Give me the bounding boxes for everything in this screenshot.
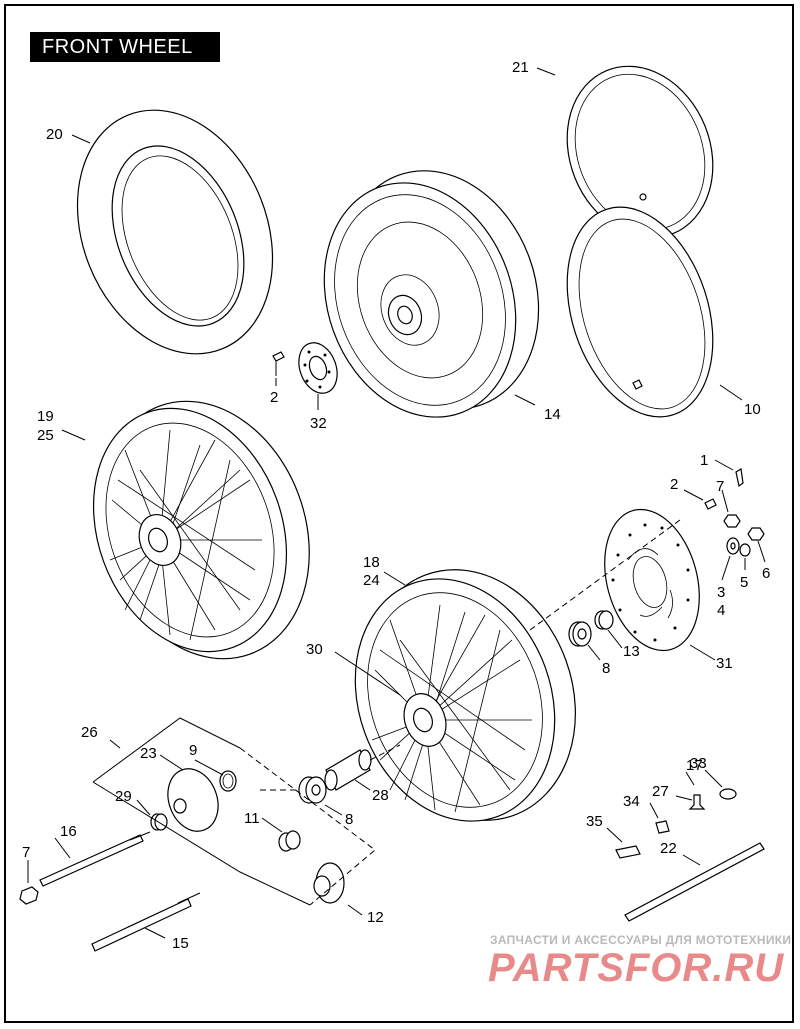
callout-8: 8 bbox=[345, 811, 353, 828]
callout-27: 27 bbox=[652, 783, 669, 800]
callout-4: 4 bbox=[717, 602, 725, 619]
part-laced-wheel-assembly[interactable] bbox=[322, 540, 609, 850]
part-disc-wheel[interactable] bbox=[293, 143, 571, 444]
callout-23: 23 bbox=[140, 745, 157, 762]
part-hub-cover[interactable] bbox=[160, 762, 227, 839]
part-rim-strip[interactable] bbox=[542, 44, 738, 260]
callout-1: 1 bbox=[700, 452, 708, 469]
part-inner-tube[interactable] bbox=[542, 188, 738, 435]
part-locknut[interactable] bbox=[723, 514, 741, 528]
part-tire[interactable] bbox=[42, 81, 307, 384]
part-nut-small[interactable] bbox=[739, 543, 751, 557]
callout-10: 10 bbox=[744, 401, 761, 418]
callout-numbers: 20 21 2 32 14 10 19 25 1 2 7 3 4 5 6 18 … bbox=[22, 59, 770, 952]
callout-2: 2 bbox=[670, 476, 678, 493]
callout-32: 32 bbox=[310, 415, 327, 432]
callout-6: 6 bbox=[762, 565, 770, 582]
part-seal[interactable] bbox=[150, 813, 168, 831]
part-bearing-right[interactable] bbox=[568, 621, 592, 647]
part-bearing-left[interactable] bbox=[298, 776, 327, 804]
callout-26: 26 bbox=[81, 724, 98, 741]
part-bolt-right[interactable] bbox=[704, 498, 717, 510]
callout-20: 20 bbox=[46, 126, 63, 143]
callout-22: 22 bbox=[660, 840, 677, 857]
callout-7: 7 bbox=[22, 844, 30, 861]
watermark-logo: PARTSFOR.RU bbox=[488, 946, 785, 990]
callout-16: 16 bbox=[60, 823, 77, 840]
leader-lines bbox=[27, 67, 766, 939]
callout-11: 11 bbox=[244, 810, 260, 827]
callout-15: 15 bbox=[172, 935, 189, 952]
part-spacer-cone[interactable] bbox=[313, 862, 345, 904]
callout-29: 29 bbox=[115, 788, 132, 805]
part-cotter-pin[interactable] bbox=[735, 468, 744, 488]
watermark-tagline: ЗАПЧАСТИ И АКСЕССУАРЫ ДЛЯ МОТОТЕХНИКИ bbox=[490, 933, 792, 947]
part-axle-spacer[interactable] bbox=[324, 749, 372, 791]
part-screw-upper[interactable] bbox=[272, 351, 285, 376]
diagram-title: FRONT WHEEL bbox=[30, 32, 220, 62]
part-washer[interactable] bbox=[726, 537, 740, 555]
part-valve-core[interactable] bbox=[655, 820, 670, 834]
part-spacer-left[interactable] bbox=[278, 830, 301, 852]
callout-35: 35 bbox=[586, 813, 603, 830]
diagram-frame bbox=[4, 4, 794, 1023]
callout-17: 17 bbox=[686, 757, 703, 774]
part-valve-stem[interactable] bbox=[688, 794, 706, 810]
part-spoke-tool[interactable] bbox=[624, 842, 765, 922]
callout-21: 21 bbox=[512, 59, 529, 76]
part-wheel-weight[interactable] bbox=[615, 845, 641, 859]
callout-18: 18 bbox=[363, 554, 380, 571]
callout-8: 8 bbox=[602, 660, 610, 677]
kit-outline bbox=[92, 519, 681, 906]
part-laced-wheel[interactable] bbox=[61, 372, 344, 688]
callout-3: 3 bbox=[717, 584, 725, 601]
part-hub-adapter[interactable] bbox=[292, 337, 344, 398]
callout-13: 13 bbox=[623, 643, 640, 660]
callout-25: 25 bbox=[37, 427, 54, 444]
callout-5: 5 bbox=[740, 574, 748, 591]
callout-24: 24 bbox=[363, 572, 380, 589]
callout-2: 2 bbox=[270, 389, 278, 406]
callout-19: 19 bbox=[37, 408, 54, 425]
part-brake-disc[interactable] bbox=[590, 499, 714, 661]
callout-28: 28 bbox=[372, 787, 389, 804]
part-spacer-right[interactable] bbox=[594, 610, 614, 630]
part-valve-cap[interactable] bbox=[719, 788, 737, 800]
callout-9: 9 bbox=[189, 742, 197, 759]
callout-31: 31 bbox=[716, 655, 733, 672]
part-nut-right[interactable] bbox=[747, 527, 765, 541]
callout-33-visible: 33 bbox=[690, 755, 707, 772]
callout-34: 34 bbox=[623, 793, 640, 810]
callout-14: 14 bbox=[544, 406, 561, 423]
part-front-axle[interactable] bbox=[19, 831, 151, 905]
callout-12: 12 bbox=[367, 909, 384, 926]
part-retaining-ring[interactable] bbox=[219, 770, 237, 792]
callout-7: 7 bbox=[716, 478, 724, 495]
part-axle-alternate[interactable] bbox=[91, 892, 201, 952]
callout-30: 30 bbox=[306, 641, 323, 658]
